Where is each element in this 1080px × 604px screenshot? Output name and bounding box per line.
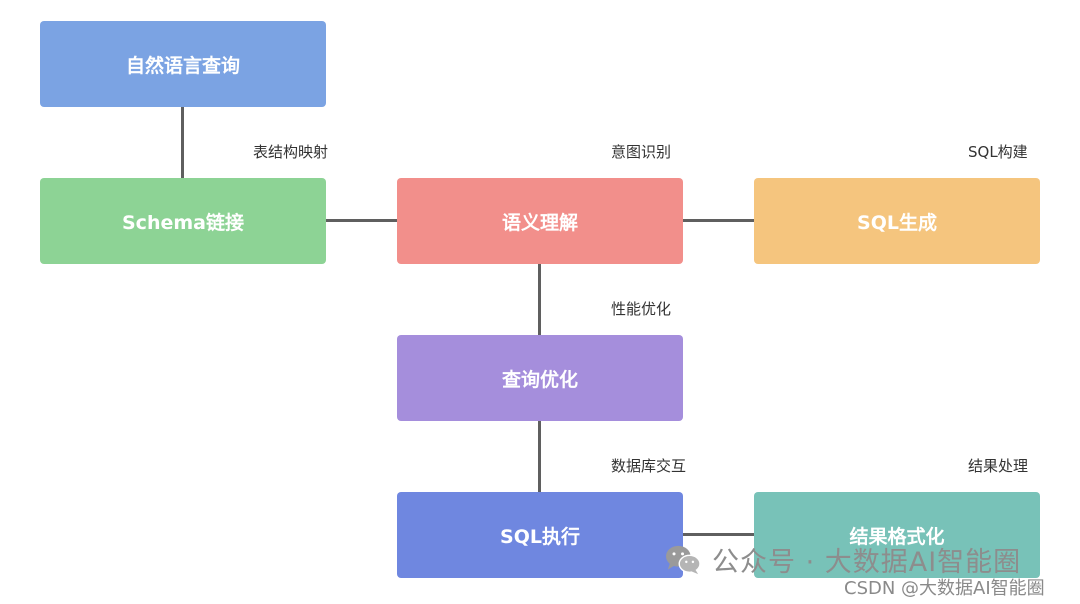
connector-query-to-schema	[181, 106, 184, 179]
node-sql-generation: SQL生成	[754, 178, 1040, 264]
node-label: SQL执行	[500, 525, 580, 548]
node-query-optimization: 查询优化	[397, 335, 683, 421]
watermark-sub-text: CSDN @大数据AI智能圈	[844, 578, 1045, 599]
node-natural-language-query: 自然语言查询	[40, 21, 326, 107]
edge-label-performance-optimization: 性能优化	[611, 300, 672, 318]
connector-semantic-to-optimize	[538, 263, 541, 336]
connector-semantic-to-sqlgen	[682, 219, 754, 222]
connector-optimize-to-execute	[538, 420, 541, 493]
node-schema-linking: Schema链接	[40, 178, 326, 264]
node-label: Schema链接	[122, 211, 244, 234]
node-label: 语义理解	[501, 211, 578, 234]
node-sql-execution: SQL执行	[397, 492, 683, 578]
wechat-icon	[666, 545, 701, 574]
node-label: 自然语言查询	[125, 54, 240, 77]
connector-schema-to-semantic	[325, 219, 397, 222]
node-label: 结果格式化	[849, 525, 945, 548]
connector-execute-to-format	[682, 533, 754, 536]
node-label: SQL生成	[857, 211, 937, 234]
edge-label-result-processing: 结果处理	[968, 457, 1029, 475]
watermark-main-text: 公众号 · 大数据AI智能圈	[712, 547, 1022, 578]
edge-label-database-interaction: 数据库交互	[611, 457, 687, 475]
edge-label-intent-recognition: 意图识别	[611, 143, 672, 161]
edge-label-sql-construction: SQL构建	[968, 143, 1028, 161]
watermark-csdn: CSDN @大数据AI智能圈	[844, 574, 1045, 600]
node-result-formatting: 结果格式化	[754, 492, 1040, 578]
edge-label-table-mapping: 表结构映射	[253, 143, 329, 161]
node-label: 查询优化	[501, 368, 578, 391]
node-semantic-understanding: 语义理解	[397, 178, 683, 264]
watermark-wechat: 公众号 · 大数据AI智能圈	[664, 540, 1021, 579]
